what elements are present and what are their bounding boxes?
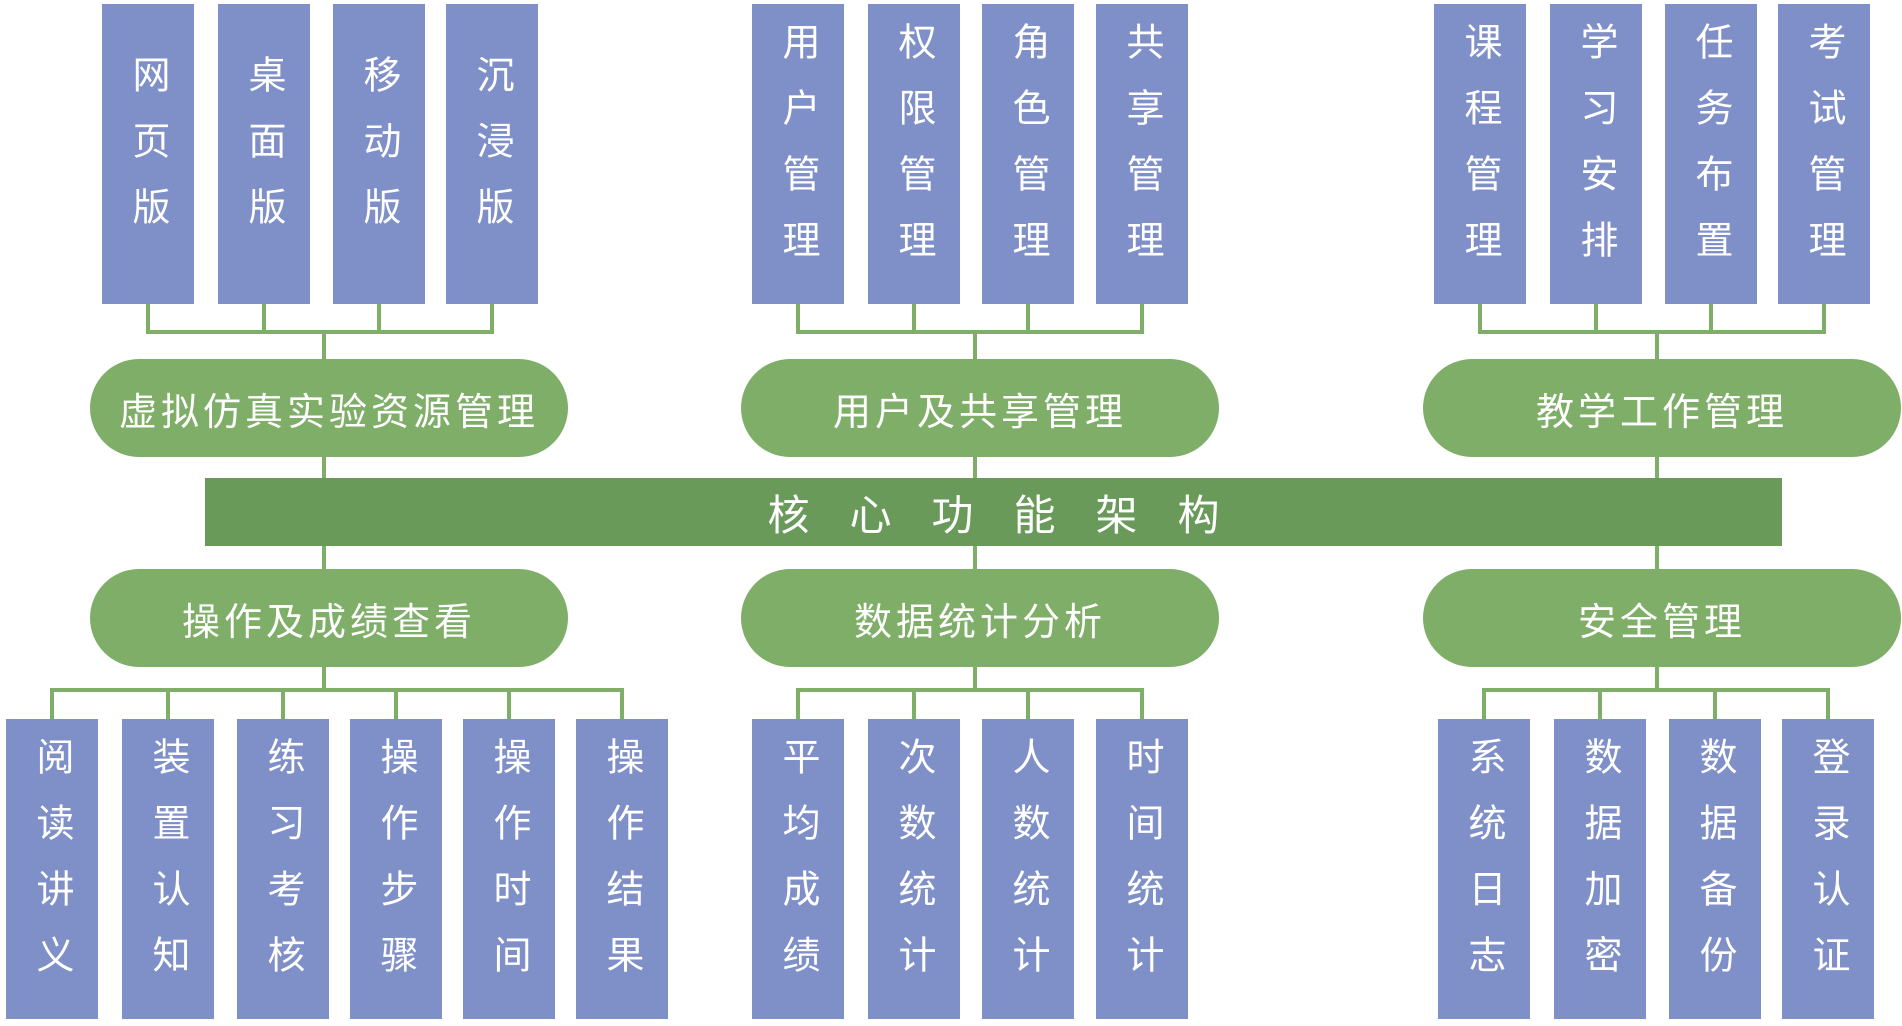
leaf-operation-result: 操作结果: [576, 719, 668, 1019]
leaf-immersive-version: 沉浸版: [446, 4, 538, 304]
leaf-role-management: 角色管理: [982, 4, 1074, 304]
leaf-people-statistics: 人数统计: [982, 719, 1074, 1019]
leaf-desktop-version: 桌面版: [218, 4, 310, 304]
category-user-sharing-management: 用户及共享管理: [741, 359, 1219, 457]
category-vr-resource-management: 虚拟仿真实验资源管理: [90, 359, 568, 457]
leaf-operation-time: 操作时间: [463, 719, 555, 1019]
leaf-login-authentication: 登录认证: [1782, 719, 1874, 1019]
leaf-exam-management: 考试管理: [1778, 4, 1870, 304]
leaf-read-handout: 阅读讲义: [6, 719, 98, 1019]
leaf-task-assignment: 任务布置: [1665, 4, 1757, 304]
leaf-sharing-management: 共享管理: [1096, 4, 1188, 304]
leaf-permission-management: 权限管理: [868, 4, 960, 304]
category-security-management: 安全管理: [1423, 569, 1901, 667]
leaf-web-version: 网页版: [102, 4, 194, 304]
leaf-data-encryption: 数据加密: [1554, 719, 1646, 1019]
leaf-mobile-version: 移动版: [333, 4, 425, 304]
core-architecture-bar: 核心功能架构: [205, 478, 1782, 546]
category-operation-score-view: 操作及成绩查看: [90, 569, 568, 667]
leaf-time-statistics: 时间统计: [1096, 719, 1188, 1019]
leaf-device-recognition: 装置认知: [122, 719, 214, 1019]
leaf-average-score: 平均成绩: [752, 719, 844, 1019]
category-teaching-management: 教学工作管理: [1423, 359, 1901, 457]
leaf-course-management: 课程管理: [1434, 4, 1526, 304]
leaf-study-schedule: 学习安排: [1550, 4, 1642, 304]
leaf-system-log: 系统日志: [1438, 719, 1530, 1019]
leaf-user-management: 用户管理: [752, 4, 844, 304]
leaf-count-statistics: 次数统计: [868, 719, 960, 1019]
category-data-statistics: 数据统计分析: [741, 569, 1219, 667]
leaf-practice-assessment: 练习考核: [237, 719, 329, 1019]
leaf-data-backup: 数据备份: [1669, 719, 1761, 1019]
leaf-operation-steps: 操作步骤: [350, 719, 442, 1019]
